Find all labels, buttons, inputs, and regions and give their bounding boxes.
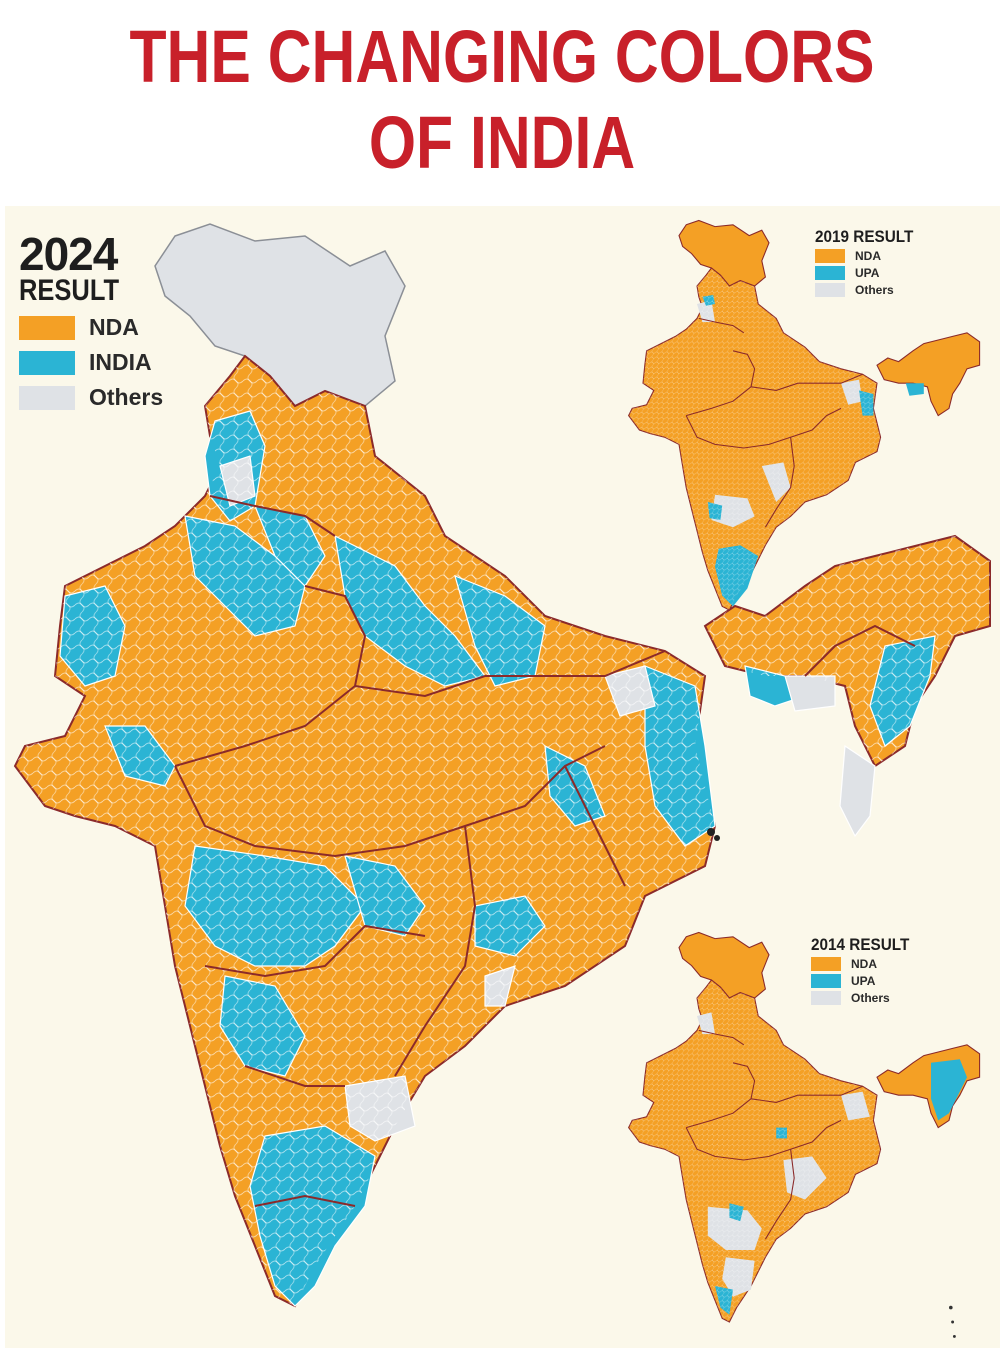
legend-2014-item-nda: NDA: [811, 957, 920, 971]
legend-2024: 2024 RESULT NDA INDIA Others: [19, 228, 163, 411]
legend-2014-label-others: Others: [851, 991, 890, 1005]
legend-swatch-india: [19, 350, 75, 375]
map-panel: 2024 RESULT NDA INDIA Others 2019 RESULT…: [5, 206, 1000, 1348]
inset-map-2019: [627, 219, 981, 611]
legend-2024-item-others: Others: [19, 384, 163, 411]
legend-2014-heading: 2014 RESULT: [811, 935, 910, 954]
legend-2019-label-upa: UPA: [855, 266, 880, 280]
legend-2014-swatch-nda: [811, 957, 841, 971]
legend-2024-heading: RESULT: [19, 274, 120, 307]
inset-map-2014: [627, 931, 981, 1338]
india-maps: [13, 219, 991, 1338]
legend-2014-label-nda: NDA: [851, 957, 877, 971]
legend-2019-item-upa: UPA: [815, 266, 924, 280]
legend-2014-swatch-others: [811, 991, 841, 1005]
legend-2019-label-others: Others: [855, 283, 894, 297]
legend-2014-item-others: Others: [811, 991, 920, 1005]
legend-label-india: INDIA: [89, 349, 152, 375]
legend-label-nda: NDA: [89, 314, 139, 340]
legend-2014-label-upa: UPA: [851, 974, 876, 988]
legend-2019-item-others: Others: [815, 283, 924, 297]
legend-2019-label-nda: NDA: [855, 249, 881, 263]
title-line-1: THE CHANGING COLORS: [129, 15, 875, 98]
region-jammu-kashmir: [154, 223, 406, 407]
legend-2024-year: 2024: [19, 228, 118, 280]
legend-2014-swatch-upa: [811, 974, 841, 988]
legend-2019: 2019 RESULT NDA UPA Others: [815, 228, 924, 297]
legend-2019-swatch-nda: [815, 249, 845, 263]
islands-marks: [707, 828, 720, 841]
legend-swatch-nda: [19, 315, 75, 340]
legend-2019-swatch-upa: [815, 266, 845, 280]
legend-2014-item-upa: UPA: [811, 974, 920, 988]
legend-2024-item-india: INDIA: [19, 349, 163, 376]
title-line-2: OF INDIA: [368, 101, 636, 184]
region-mizoram-grey: [839, 744, 876, 838]
legend-2019-heading: 2019 RESULT: [815, 227, 914, 246]
page-title: THE CHANGING COLORS OF INDIA: [90, 14, 913, 186]
legend-2019-swatch-others: [815, 283, 845, 297]
legend-2024-item-nda: NDA: [19, 314, 163, 341]
legend-2019-item-nda: NDA: [815, 249, 924, 263]
legend-2014: 2014 RESULT NDA UPA Others: [811, 936, 920, 1005]
main-map-2024: [13, 223, 991, 1308]
legend-label-others: Others: [89, 384, 164, 410]
legend-swatch-others: [19, 385, 75, 410]
